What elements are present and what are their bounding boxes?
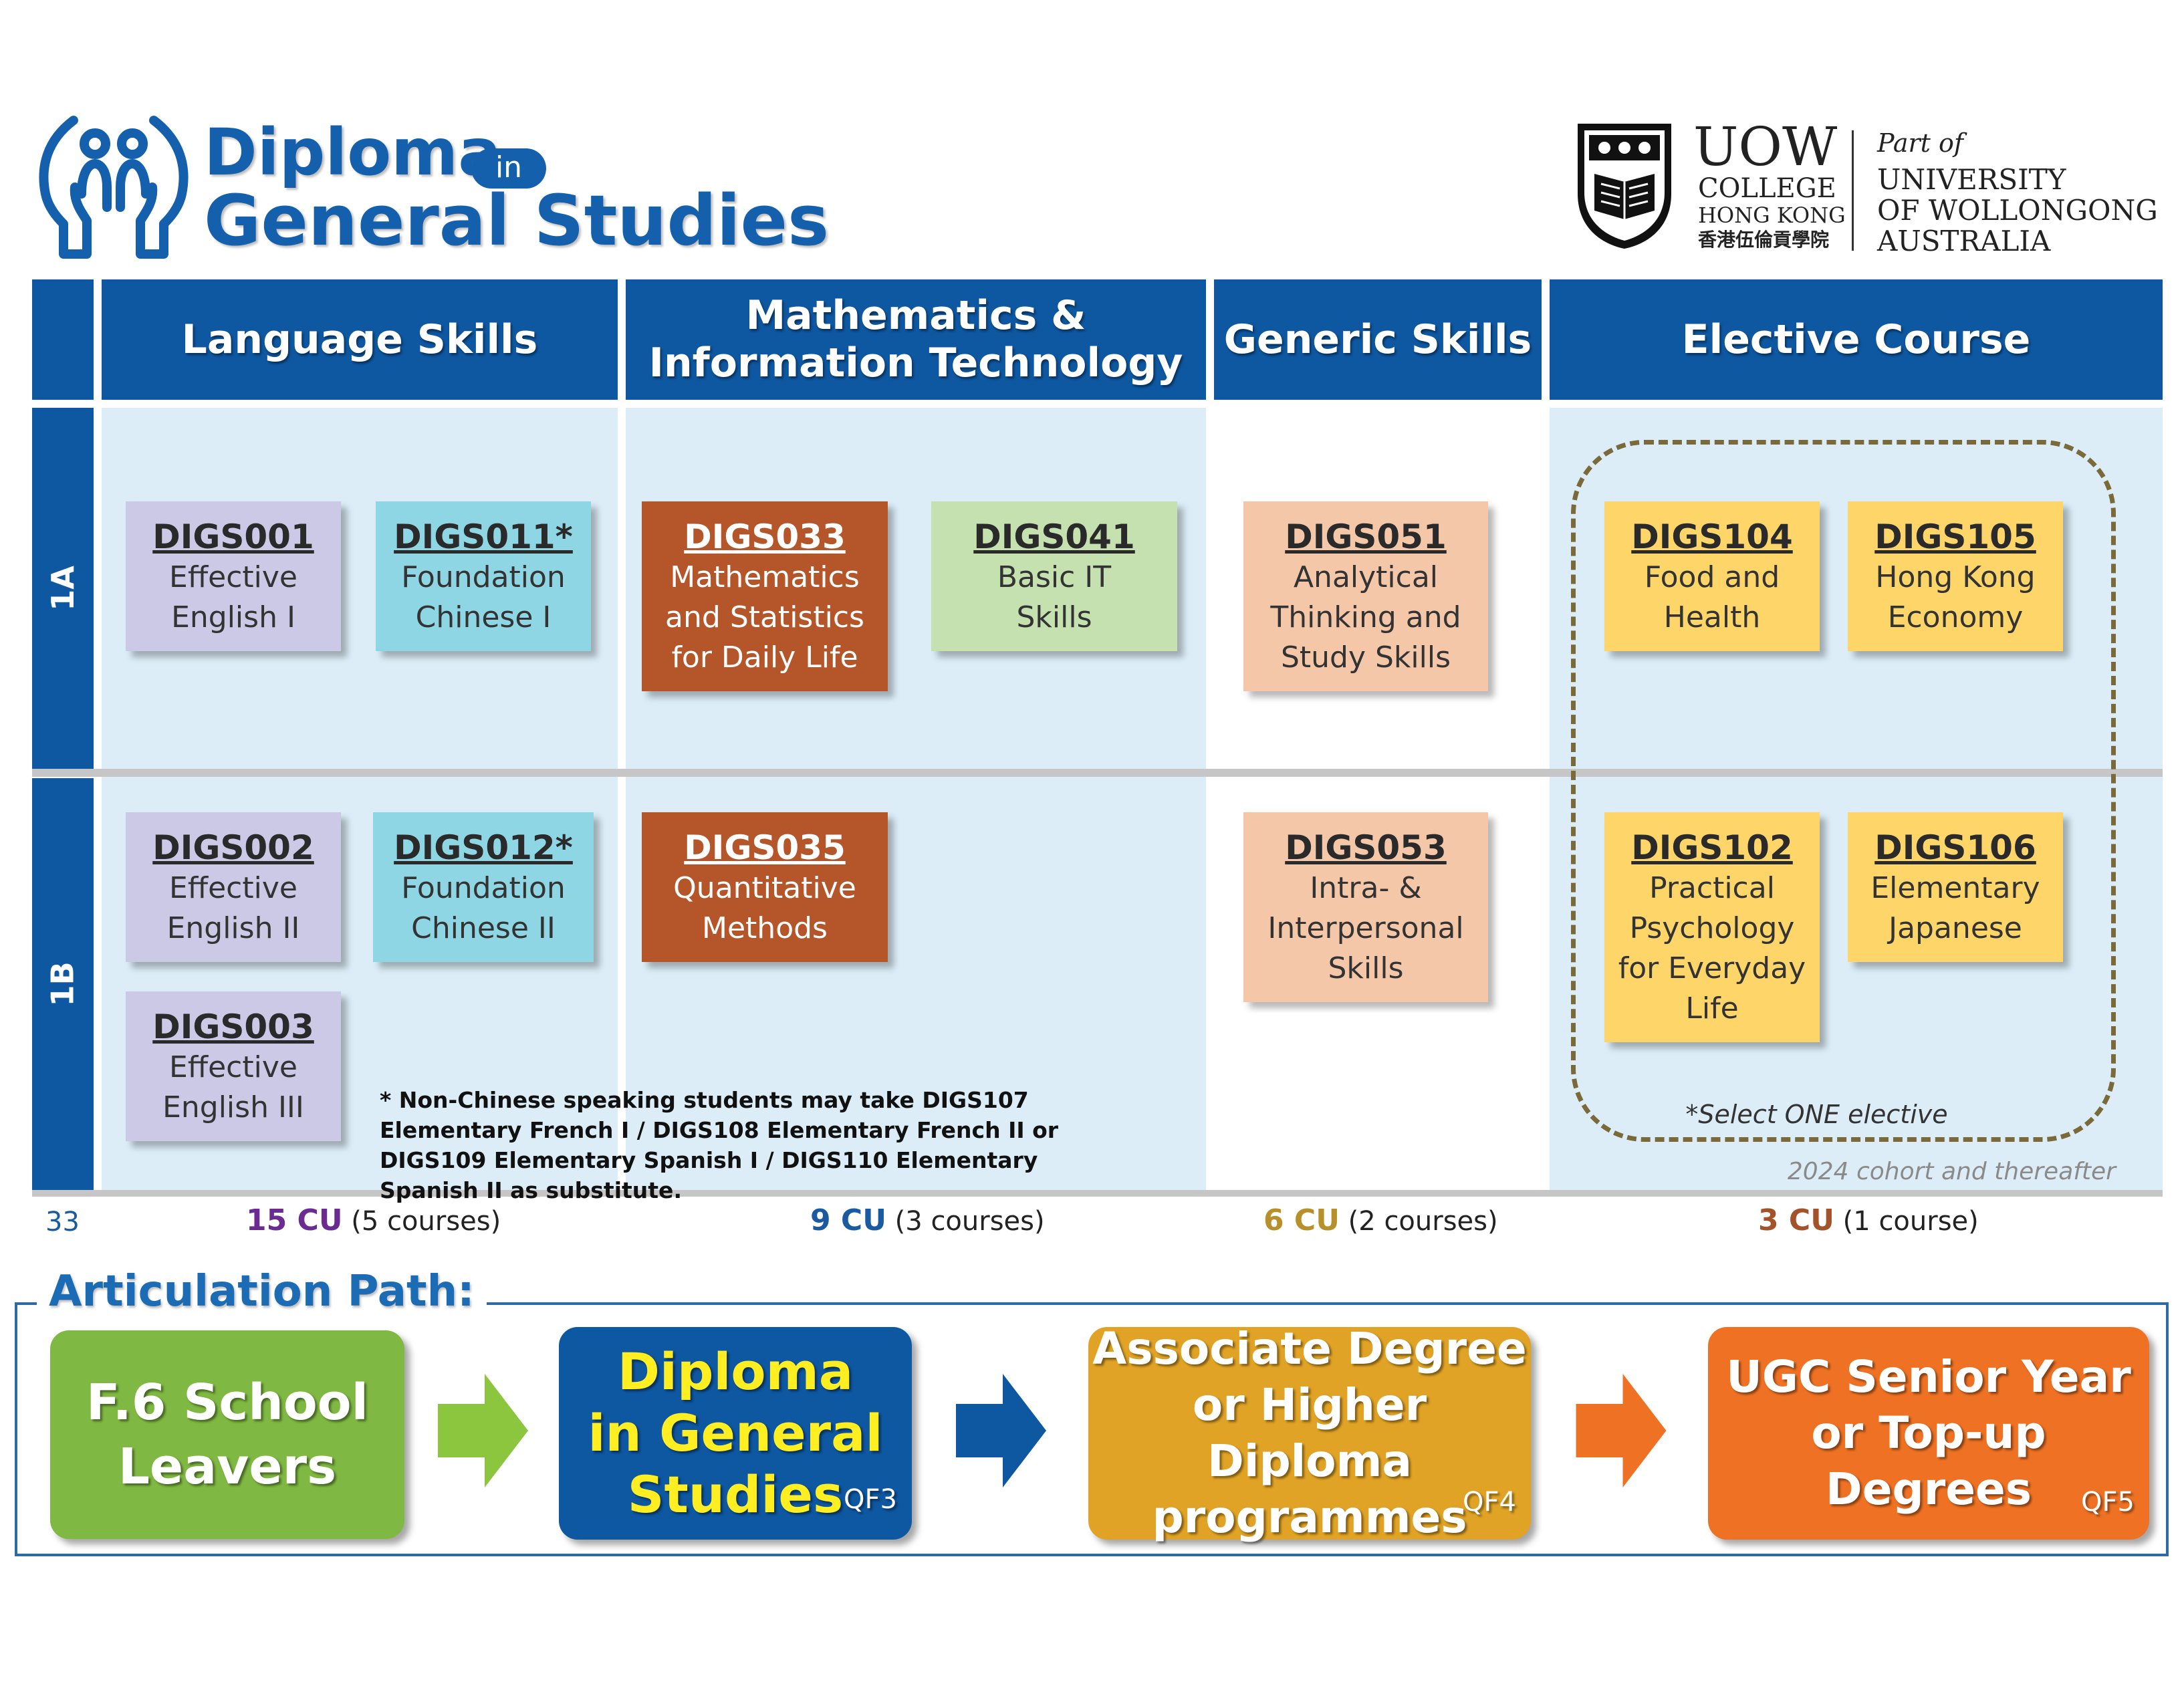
table-bottom-border [32, 1190, 2163, 1197]
column-header-generic: Generic Skills [1214, 279, 1542, 400]
hands-people-icon [39, 116, 189, 259]
course-count: (2 courses) [1348, 1206, 1498, 1237]
course-card-digs102[interactable]: DIGS102 Practical Psychology for Everyda… [1604, 812, 1820, 1042]
elective-selection-outline [1571, 440, 2116, 1142]
row-separator [32, 769, 2163, 777]
course-card-digs033[interactable]: DIGS033 Mathematics and Statistics for D… [642, 501, 888, 691]
credit-units: 6 CU [1263, 1203, 1340, 1237]
column-header-language: Language Skills [102, 279, 618, 400]
corner-header-cell [32, 279, 94, 400]
course-card-digs001[interactable]: DIGS001 Effective English I [126, 501, 341, 651]
step-diploma-general-studies: Diploma in General Studies QF3 [559, 1327, 912, 1540]
course-code: DIGS041 [973, 517, 1135, 556]
title-diploma: Diploma [204, 115, 501, 190]
step-label: Associate Degree or Higher Diploma progr… [1092, 1323, 1527, 1543]
articulation-title: Articulation Path: [37, 1267, 487, 1316]
credits-elective: 3 CU (1 course) [1758, 1203, 1979, 1237]
course-name: Effective English I [169, 560, 297, 634]
university-line3: AUSTRALIA [1877, 225, 2051, 257]
step-label: UGC Senior Year or Top-up Degrees [1726, 1351, 2131, 1515]
course-name: Mathematics and Statistics for Daily Lif… [665, 560, 864, 675]
credits-math-it: 9 CU (3 courses) [810, 1203, 1045, 1237]
course-name: Intra- & Interpersonal Skills [1267, 871, 1464, 985]
course-card-digs051[interactable]: DIGS051 Analytical Thinking and Study Sk… [1243, 501, 1488, 691]
substitution-footnote: * Non-Chinese speaking students may take… [380, 1087, 1059, 1203]
university-line2: OF WOLLONGONG [1877, 194, 2158, 227]
course-name: Quantitative Methods [673, 871, 856, 945]
step-f6-school-leavers: F.6 School Leavers [50, 1330, 404, 1539]
column-header-elective: Elective Course [1550, 279, 2163, 400]
course-name: Effective English II [166, 871, 300, 945]
step-label: F.6 School Leavers [86, 1374, 368, 1495]
course-count: (1 course) [1842, 1206, 1979, 1237]
course-code: DIGS012* [394, 828, 573, 867]
title-in-badge: in [471, 148, 546, 189]
course-name: Analytical Thinking and Study Skills [1270, 560, 1461, 675]
title-general-studies: General Studies [204, 180, 829, 261]
credit-units: 9 CU [810, 1203, 886, 1237]
course-code: DIGS002 [152, 828, 314, 867]
course-name: Hong Kong Economy [1875, 560, 2036, 634]
logo-divider [1852, 130, 1854, 251]
page-number: 33 [45, 1207, 80, 1237]
course-code: DIGS102 [1631, 828, 1793, 867]
select-one-elective-note: *Select ONE elective [1685, 1100, 1948, 1129]
university-line1: UNIVERSITY [1877, 163, 2066, 196]
articulation-frame [15, 1302, 2169, 1556]
row-label-1b: 1B [32, 778, 94, 1190]
course-code: DIGS003 [152, 1007, 314, 1046]
course-code: DIGS035 [684, 828, 846, 867]
chinese-college-name: 香港伍倫貢學院 [1698, 229, 1830, 251]
course-card-digs104[interactable]: DIGS104 Food and Health [1604, 501, 1820, 651]
credits-language: 15 CU (5 courses) [246, 1203, 501, 1237]
credit-units: 3 CU [1758, 1203, 1834, 1237]
course-code: DIGS104 [1631, 517, 1793, 556]
course-card-digs035[interactable]: DIGS035 Quantitative Methods [642, 812, 888, 962]
course-code: DIGS053 [1285, 828, 1447, 867]
course-count: (3 courses) [894, 1206, 1045, 1237]
right-arrow-icon [438, 1374, 528, 1487]
right-arrow-icon [1576, 1374, 1667, 1487]
course-card-digs053[interactable]: DIGS053 Intra- & Interpersonal Skills [1243, 812, 1488, 1002]
step-ugc-senior-year: UGC Senior Year or Top-up Degrees QF5 [1708, 1327, 2149, 1540]
course-code: DIGS011* [394, 517, 573, 556]
course-card-digs041[interactable]: DIGS041 Basic IT Skills [931, 501, 1177, 651]
course-name: Foundation Chinese II [401, 871, 566, 945]
course-code: DIGS106 [1874, 828, 2036, 867]
uow-wordmark: UOW [1693, 116, 1838, 178]
uow-crest-logo [1578, 124, 1671, 249]
right-arrow-icon [956, 1374, 1046, 1487]
course-code: DIGS051 [1285, 517, 1447, 556]
step-label: Diploma in General Studies [588, 1342, 883, 1524]
course-count: (5 courses) [351, 1206, 501, 1237]
step-associate-degree: Associate Degree or Higher Diploma progr… [1088, 1323, 1531, 1543]
hong-kong-label: HONG KONG [1698, 203, 1846, 228]
course-card-digs105[interactable]: DIGS105 Hong Kong Economy [1848, 501, 2063, 651]
course-card-digs011[interactable]: DIGS011* Foundation Chinese I [376, 501, 591, 651]
course-name: Food and Health [1644, 560, 1780, 634]
column-header-math-it: Mathematics & Information Technology [626, 279, 1206, 400]
course-code: DIGS105 [1874, 517, 2036, 556]
qf-level-badge: QF3 [844, 1484, 897, 1515]
qf-level-badge: QF5 [2081, 1487, 2135, 1518]
row-label-1a: 1A [32, 408, 94, 769]
course-name: Practical Psychology for Everyday Life [1618, 871, 1806, 1026]
course-card-digs003[interactable]: DIGS003 Effective English III [126, 991, 341, 1141]
course-name: Basic IT Skills [997, 560, 1112, 634]
course-card-digs012[interactable]: DIGS012* Foundation Chinese II [373, 812, 594, 962]
cohort-note: 2024 cohort and thereafter [1787, 1158, 2116, 1185]
credit-units: 15 CU [246, 1203, 343, 1237]
qf-level-badge: QF4 [1463, 1487, 1516, 1518]
course-name: Effective English III [162, 1050, 304, 1124]
course-card-digs106[interactable]: DIGS106 Elementary Japanese [1848, 812, 2063, 962]
course-code: DIGS033 [684, 517, 846, 556]
course-code: DIGS001 [152, 517, 314, 556]
part-of-label: Part of [1877, 128, 1963, 158]
course-name: Elementary Japanese [1870, 871, 2040, 945]
college-label: COLLEGE [1698, 173, 1836, 204]
course-card-digs002[interactable]: DIGS002 Effective English II [126, 812, 341, 962]
credits-generic: 6 CU (2 courses) [1263, 1203, 1498, 1237]
course-name: Foundation Chinese I [401, 560, 566, 634]
